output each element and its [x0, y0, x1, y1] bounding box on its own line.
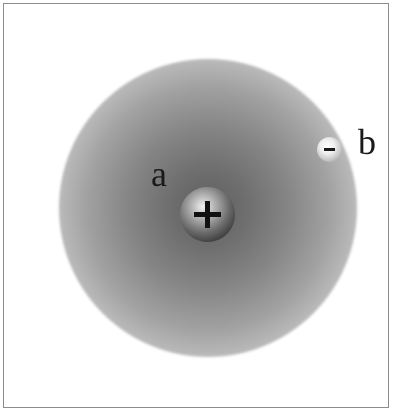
nucleus: [180, 187, 235, 242]
plus-sign-icon: [180, 187, 235, 242]
minus-sign-icon: [317, 137, 342, 162]
label-a: a: [151, 156, 167, 192]
electron: [317, 137, 342, 162]
label-b: b: [358, 124, 376, 160]
diagram-frame: a b: [3, 3, 389, 408]
